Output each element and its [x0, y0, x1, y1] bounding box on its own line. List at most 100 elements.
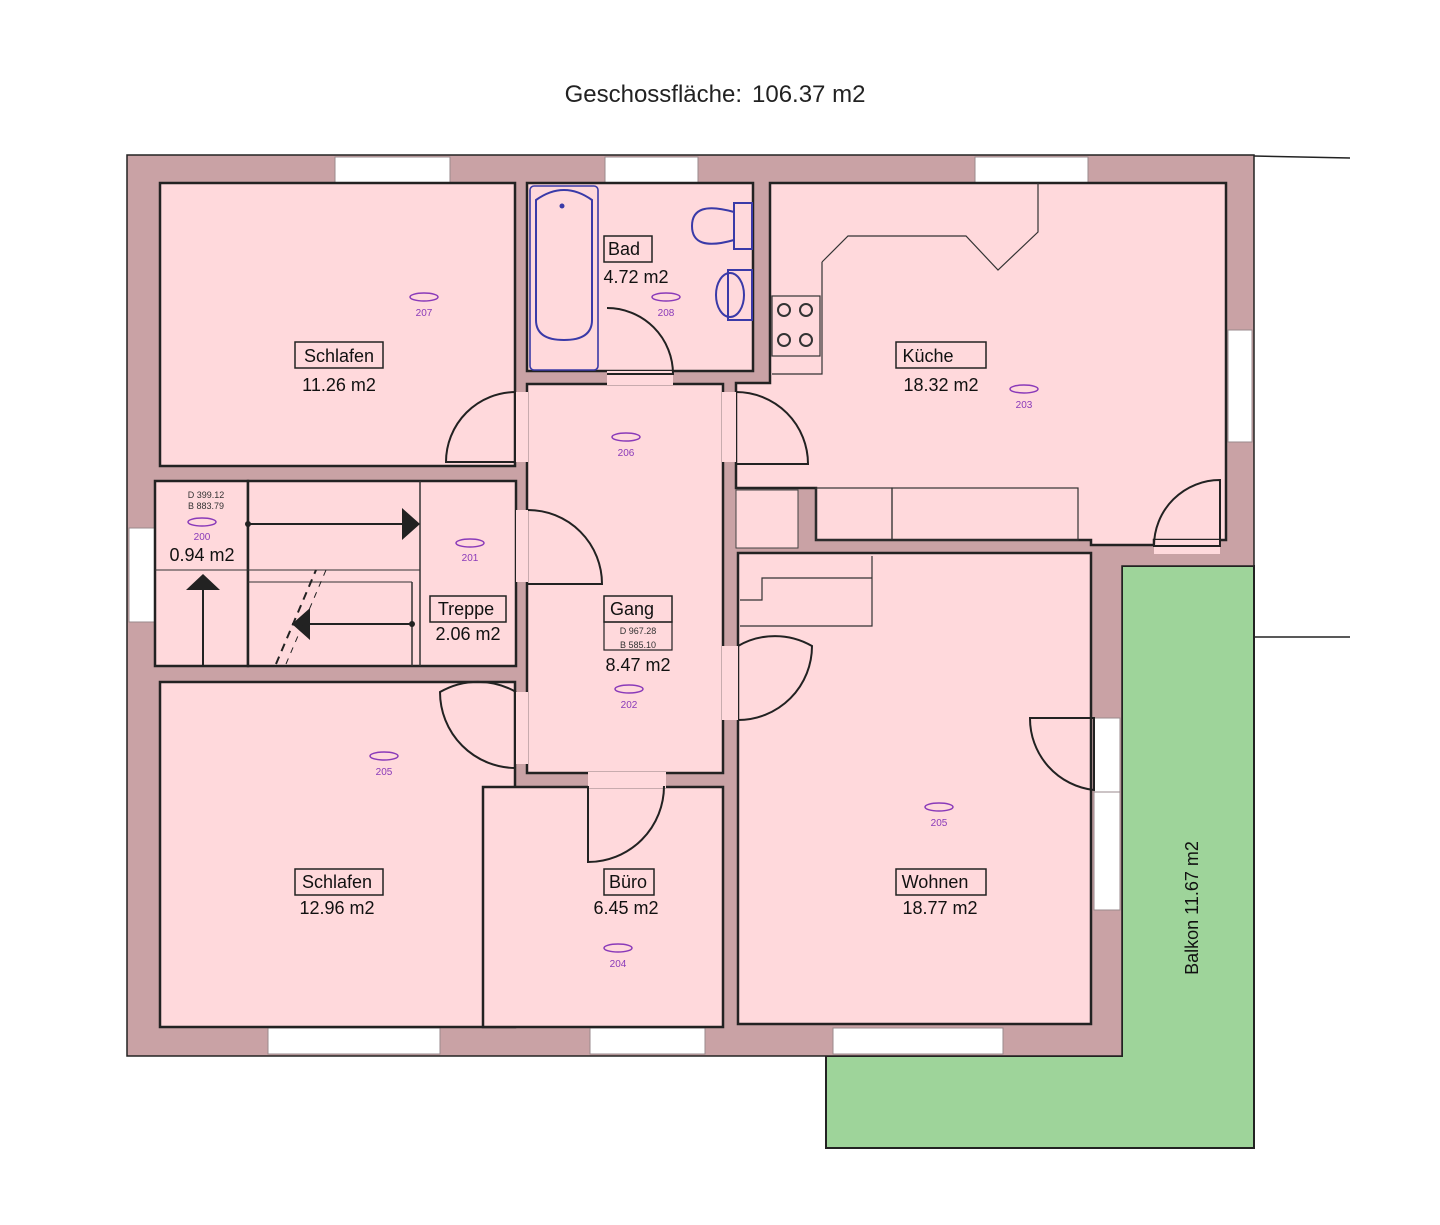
marker: 205: [924, 802, 954, 829]
drain-icon: [559, 203, 565, 209]
floor-area-title: Geschossfläche:106.37 m2: [565, 81, 866, 108]
room-name: Wohnen: [902, 872, 969, 892]
stair-arrow-dot: [245, 521, 251, 527]
room-area: 18.32 m2: [903, 375, 978, 395]
code-box: [603, 621, 673, 651]
room-area: 4.72 m2: [603, 267, 668, 287]
light-icon: [455, 538, 485, 548]
room-area: 18.77 m2: [902, 898, 977, 918]
bathtub-icon: [529, 185, 599, 371]
label-box: [429, 595, 507, 623]
stair-code: D 399.12: [188, 490, 225, 500]
svg-text:202: 202: [621, 700, 638, 711]
door-buero: [587, 785, 665, 864]
door-opening: [722, 392, 736, 462]
kitchen-cabinet: [891, 487, 1079, 541]
stair-arrow-down-icon: [292, 608, 310, 640]
marker: 200: [187, 517, 217, 543]
gang-code: D 967.28: [620, 626, 657, 636]
light-icon: [614, 684, 644, 694]
room-schlafen-top: [158, 181, 517, 468]
marker: 203: [1009, 384, 1039, 411]
label-box: [294, 868, 384, 896]
marker: 205: [369, 751, 399, 778]
room-area: 2.06 m2: [435, 624, 500, 644]
burner-icon: [777, 333, 791, 347]
light-icon: [187, 517, 217, 527]
label-box: [603, 235, 653, 263]
window: [974, 156, 1089, 184]
door-wohnen: [737, 635, 814, 721]
marker: 202: [614, 684, 644, 711]
room-area: 0.94 m2: [169, 545, 234, 565]
door-treppe: [527, 509, 604, 585]
label-box: [294, 341, 384, 369]
door-schlafen-bottom: [438, 680, 517, 769]
room-area: 11.26 m2: [302, 375, 376, 395]
light-icon: [611, 432, 641, 442]
window: [334, 156, 451, 184]
door-opening: [722, 646, 738, 720]
terrace-line-top: [1253, 155, 1351, 159]
door-bad: [606, 307, 675, 375]
svg-text:207: 207: [416, 308, 433, 319]
marker: 208: [651, 292, 681, 319]
window: [1093, 791, 1121, 911]
door-schlafen-top: [444, 391, 517, 463]
stair-arrow-dot: [409, 621, 415, 627]
svg-text:203: 203: [1016, 400, 1033, 411]
burner-icon: [777, 303, 791, 317]
window: [832, 1027, 1004, 1055]
door-balkon-wohnen: [1028, 717, 1095, 792]
window: [1227, 329, 1253, 443]
light-icon: [369, 751, 399, 761]
svg-text:206: 206: [618, 448, 635, 459]
window: [267, 1027, 441, 1055]
door-opening: [516, 392, 528, 462]
room-wohnen: [736, 551, 1093, 1026]
room-area: 8.47 m2: [605, 655, 670, 675]
svg-text:201: 201: [462, 553, 479, 564]
stair-arrow-up-icon: [402, 508, 420, 540]
kitchen-counter-side: [772, 262, 823, 375]
marker: 204: [603, 943, 633, 970]
label-box: [895, 341, 987, 369]
burner-icon: [799, 303, 813, 317]
marker: 201: [455, 538, 485, 564]
room-name: Gang: [610, 599, 654, 619]
light-icon: [651, 292, 681, 302]
room-name: Bad: [608, 239, 640, 259]
room-kueche: [734, 181, 1228, 547]
toilet-tank: [733, 202, 753, 250]
window: [1093, 717, 1121, 793]
room-stair-landing: [153, 479, 250, 668]
room-area: 6.45 m2: [593, 898, 658, 918]
door-opening: [516, 692, 528, 764]
stair-cut-line: [275, 569, 317, 665]
room-area: 12.96 m2: [299, 898, 374, 918]
sink-icon: [715, 272, 745, 318]
kitchen-counter-outline: [821, 183, 1039, 271]
door-kueche: [735, 391, 810, 465]
marker: 206: [611, 432, 641, 459]
light-icon: [1009, 384, 1039, 394]
light-icon: [924, 802, 954, 812]
window: [589, 1027, 706, 1055]
svg-text:205: 205: [376, 767, 393, 778]
marker: 207: [409, 292, 439, 319]
stair-code: B 883.79: [188, 501, 224, 511]
burner-icon: [799, 333, 813, 347]
label-box: [895, 868, 987, 896]
svg-text:204: 204: [610, 959, 627, 970]
door-opening: [588, 772, 666, 788]
gang-code: B 585.10: [620, 640, 656, 650]
room-name: Schlafen: [304, 346, 374, 366]
toilet-icon: [690, 207, 735, 245]
balcony-label: Balkon 11.67 m2: [1182, 841, 1202, 975]
svg-text:208: 208: [658, 308, 675, 319]
sink-counter: [727, 269, 753, 321]
bathtub-basin: [535, 189, 593, 342]
light-icon: [603, 943, 633, 953]
label-box: [603, 868, 655, 896]
